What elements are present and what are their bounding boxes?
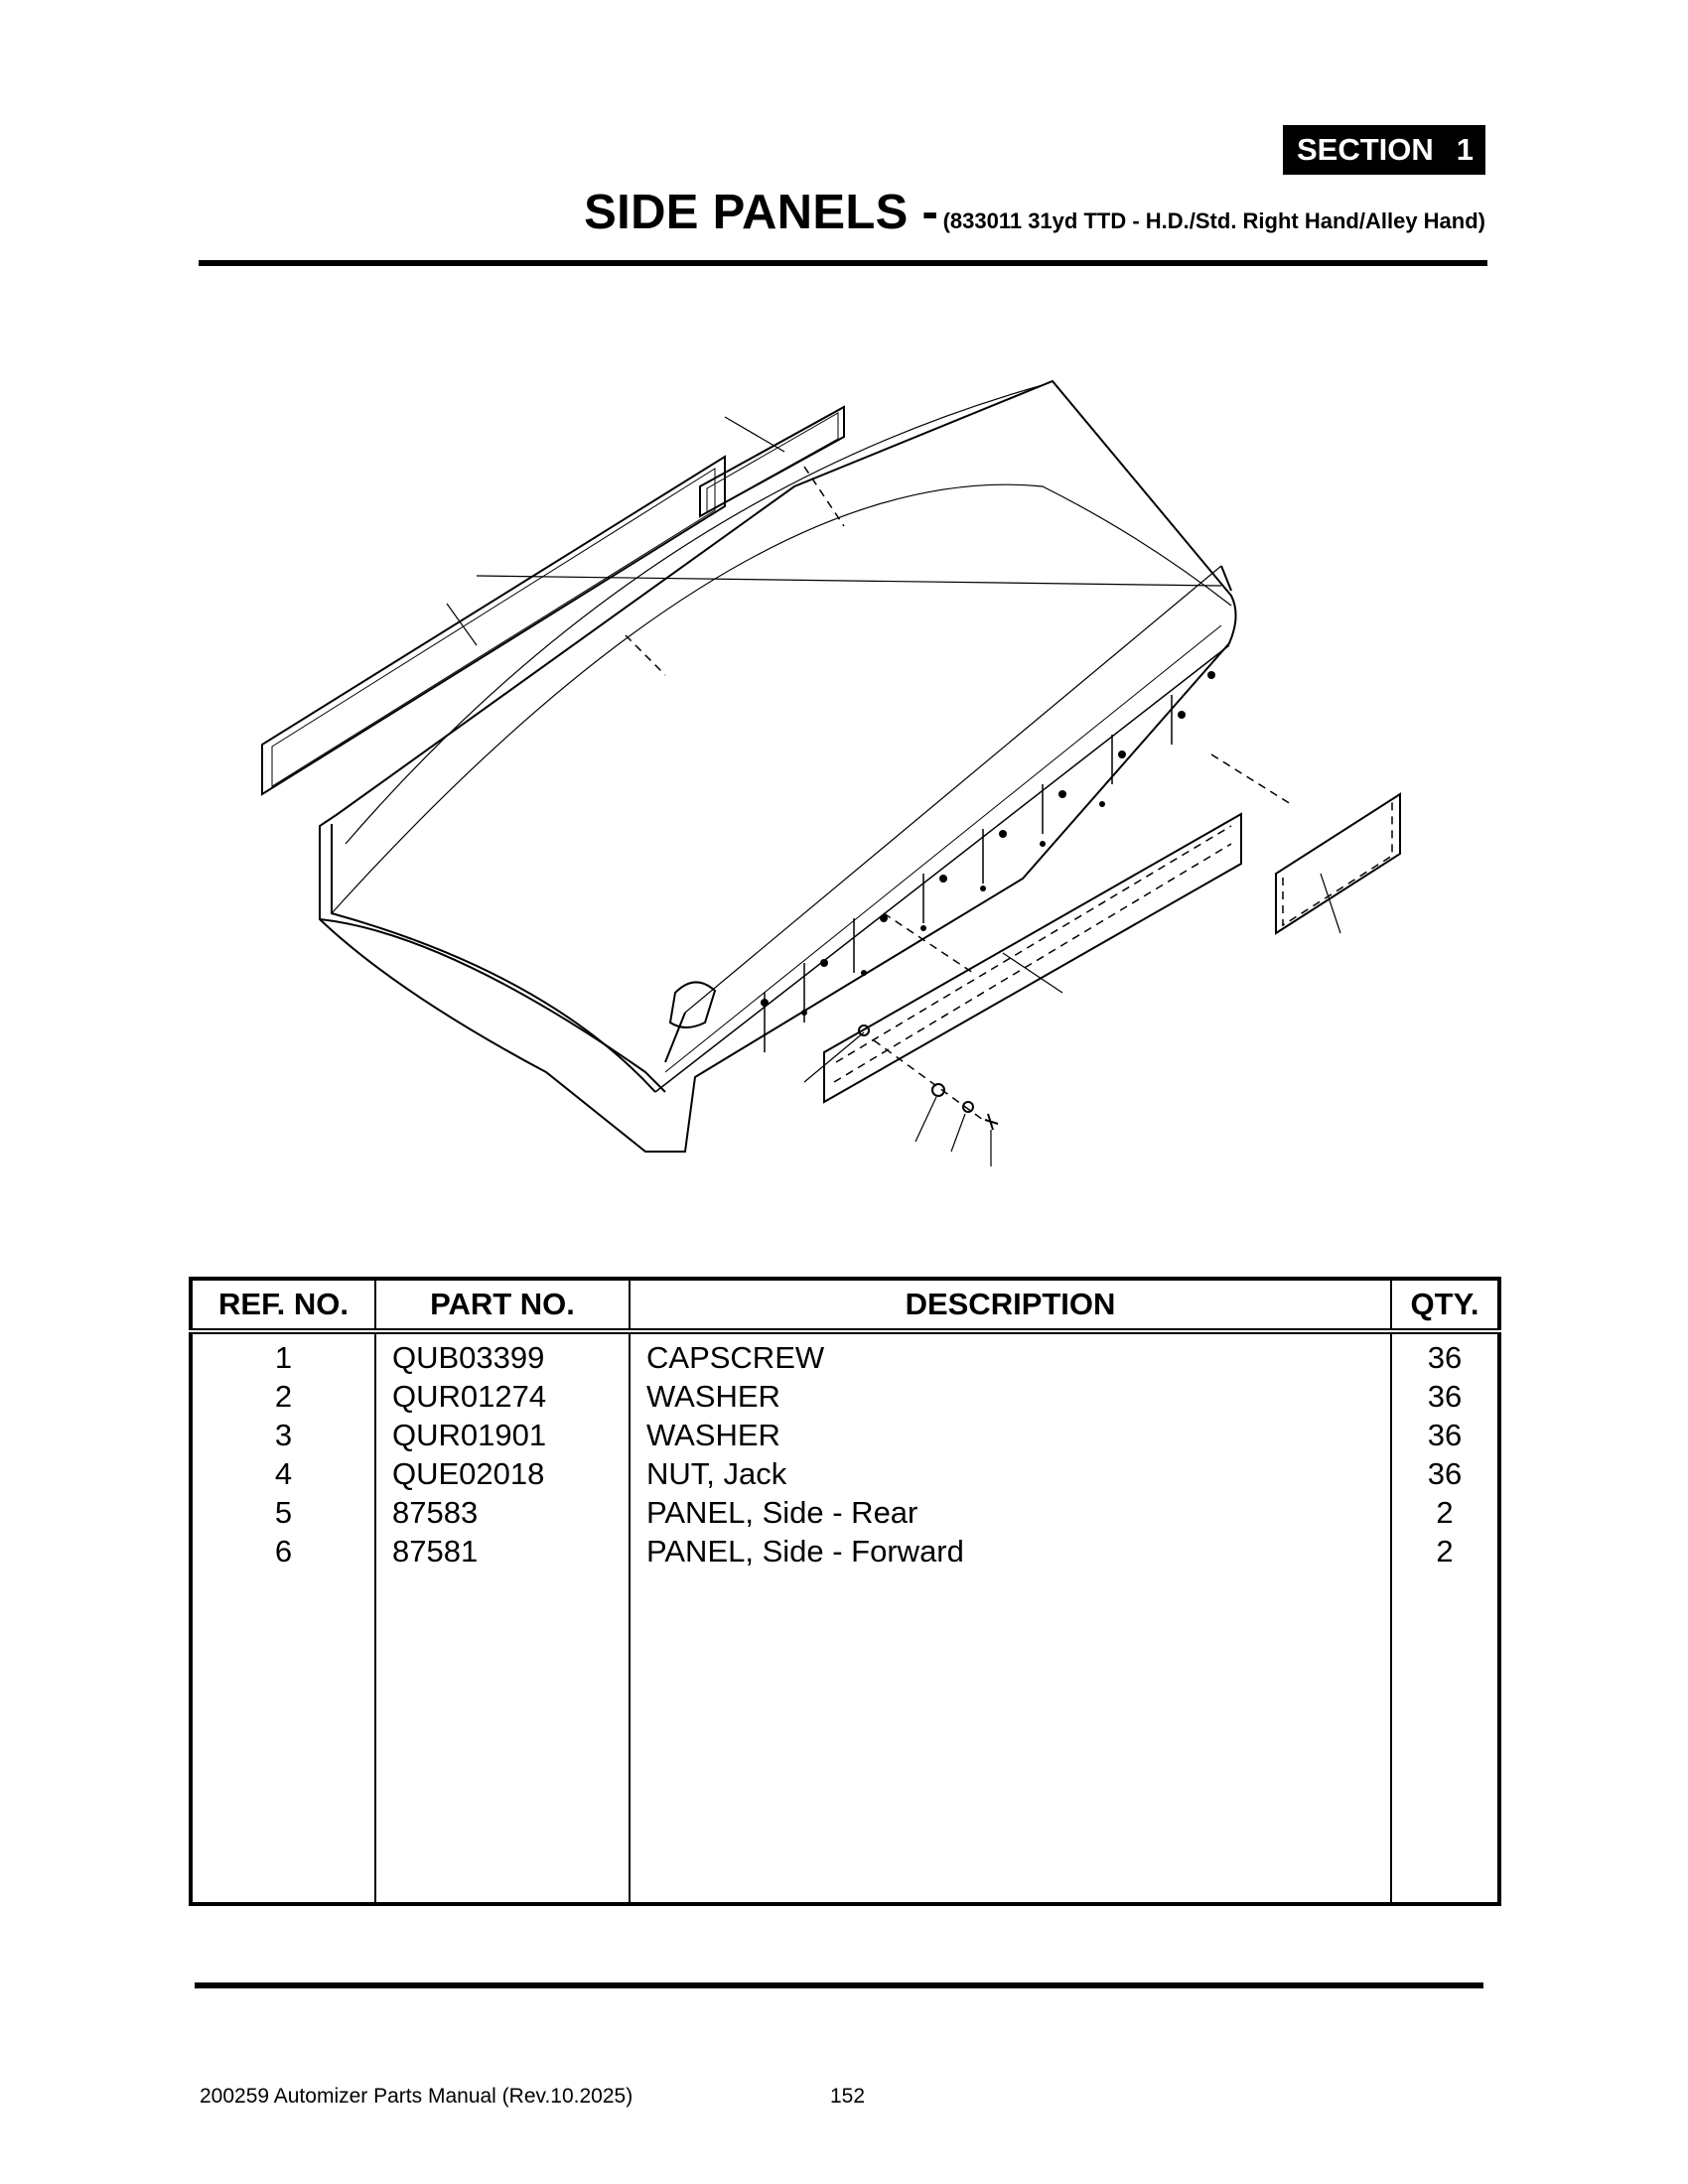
table-cell-qty: 2 xyxy=(1436,1495,1454,1530)
section-badge: SECTION 1 xyxy=(1283,125,1485,175)
header-qty: QTY. xyxy=(1390,1279,1499,1334)
table-cell-description: NUT, Jack xyxy=(646,1456,787,1491)
header-rule xyxy=(199,260,1487,266)
table-cell-ref: 3 xyxy=(274,1418,293,1452)
description-column: CAPSCREW WASHER WASHER NUT, Jack PANEL, … xyxy=(629,1331,1391,1904)
hardware-drawing xyxy=(803,1024,999,1166)
table-cell-description: CAPSCREW xyxy=(646,1340,825,1375)
table-cell-part-no: QUR01901 xyxy=(392,1418,547,1452)
parts-table-header-row: REF. NO. PART NO. DESCRIPTION QTY. xyxy=(191,1279,1499,1334)
header-part-no: PART NO. xyxy=(374,1279,630,1334)
page-title: SIDE PANELS - (833011 31yd TTD - H.D./St… xyxy=(584,185,1485,240)
footer-manual-title: 200259 Automizer Parts Manual (Rev.10.20… xyxy=(200,2085,633,2108)
footer-page-number: 152 xyxy=(830,2085,866,2108)
table-cell-qty: 36 xyxy=(1427,1418,1463,1452)
table-cell-ref: 1 xyxy=(274,1340,293,1375)
table-cell-qty: 36 xyxy=(1427,1379,1463,1414)
qty-column: 36 36 36 36 2 2 xyxy=(1390,1331,1499,1904)
table-cell-ref: 6 xyxy=(274,1534,293,1569)
exploded-view-diagram xyxy=(261,379,1401,1166)
table-cell-description: PANEL, Side - Forward xyxy=(646,1534,964,1569)
footer-rule xyxy=(195,1982,1483,1988)
table-cell-qty: 36 xyxy=(1427,1340,1463,1375)
ref-column: 1 2 3 4 5 6 xyxy=(191,1331,375,1904)
side-panel-rear-drawing xyxy=(625,405,845,676)
section-label: SECTION xyxy=(1297,132,1434,167)
table-cell-ref: 4 xyxy=(274,1456,293,1491)
table-cell-part-no: 87583 xyxy=(392,1495,479,1530)
table-cell-part-no: QUE02018 xyxy=(392,1456,545,1491)
lower-panel-drawing xyxy=(823,812,1242,1104)
page-title-subtitle: (833011 31yd TTD - H.D./Std. Right Hand/… xyxy=(942,208,1485,233)
table-cell-qty: 36 xyxy=(1427,1456,1463,1491)
part-no-column: QUB03399 QUR01274 QUR01901 QUE02018 8758… xyxy=(374,1331,630,1904)
table-cell-part-no: QUB03399 xyxy=(392,1340,545,1375)
table-cell-qty: 2 xyxy=(1436,1534,1454,1569)
body-floor-drawing xyxy=(319,379,1237,1153)
header-ref-no: REF. NO. xyxy=(191,1279,375,1334)
table-cell-description: WASHER xyxy=(646,1418,780,1452)
table-cell-ref: 5 xyxy=(274,1495,293,1530)
section-number: 1 xyxy=(1456,132,1474,167)
table-cell-description: WASHER xyxy=(646,1379,780,1414)
table-cell-ref: 2 xyxy=(274,1379,293,1414)
table-cell-part-no: 87581 xyxy=(392,1534,479,1569)
side-panel-forward-drawing xyxy=(261,455,726,796)
parts-table: REF. NO. PART NO. DESCRIPTION QTY. 1 2 3… xyxy=(189,1277,1501,1906)
header-description: DESCRIPTION xyxy=(629,1279,1391,1334)
table-cell-part-no: QUR01274 xyxy=(392,1379,547,1414)
parts-table-body: 1 2 3 4 5 6 QUB03399 QUR01274 QUR01901 Q… xyxy=(191,1331,1499,1904)
table-cell-description: PANEL, Side - Rear xyxy=(646,1495,918,1530)
page-title-main: SIDE PANELS - xyxy=(584,186,939,239)
small-panel-drawing xyxy=(1210,753,1401,935)
